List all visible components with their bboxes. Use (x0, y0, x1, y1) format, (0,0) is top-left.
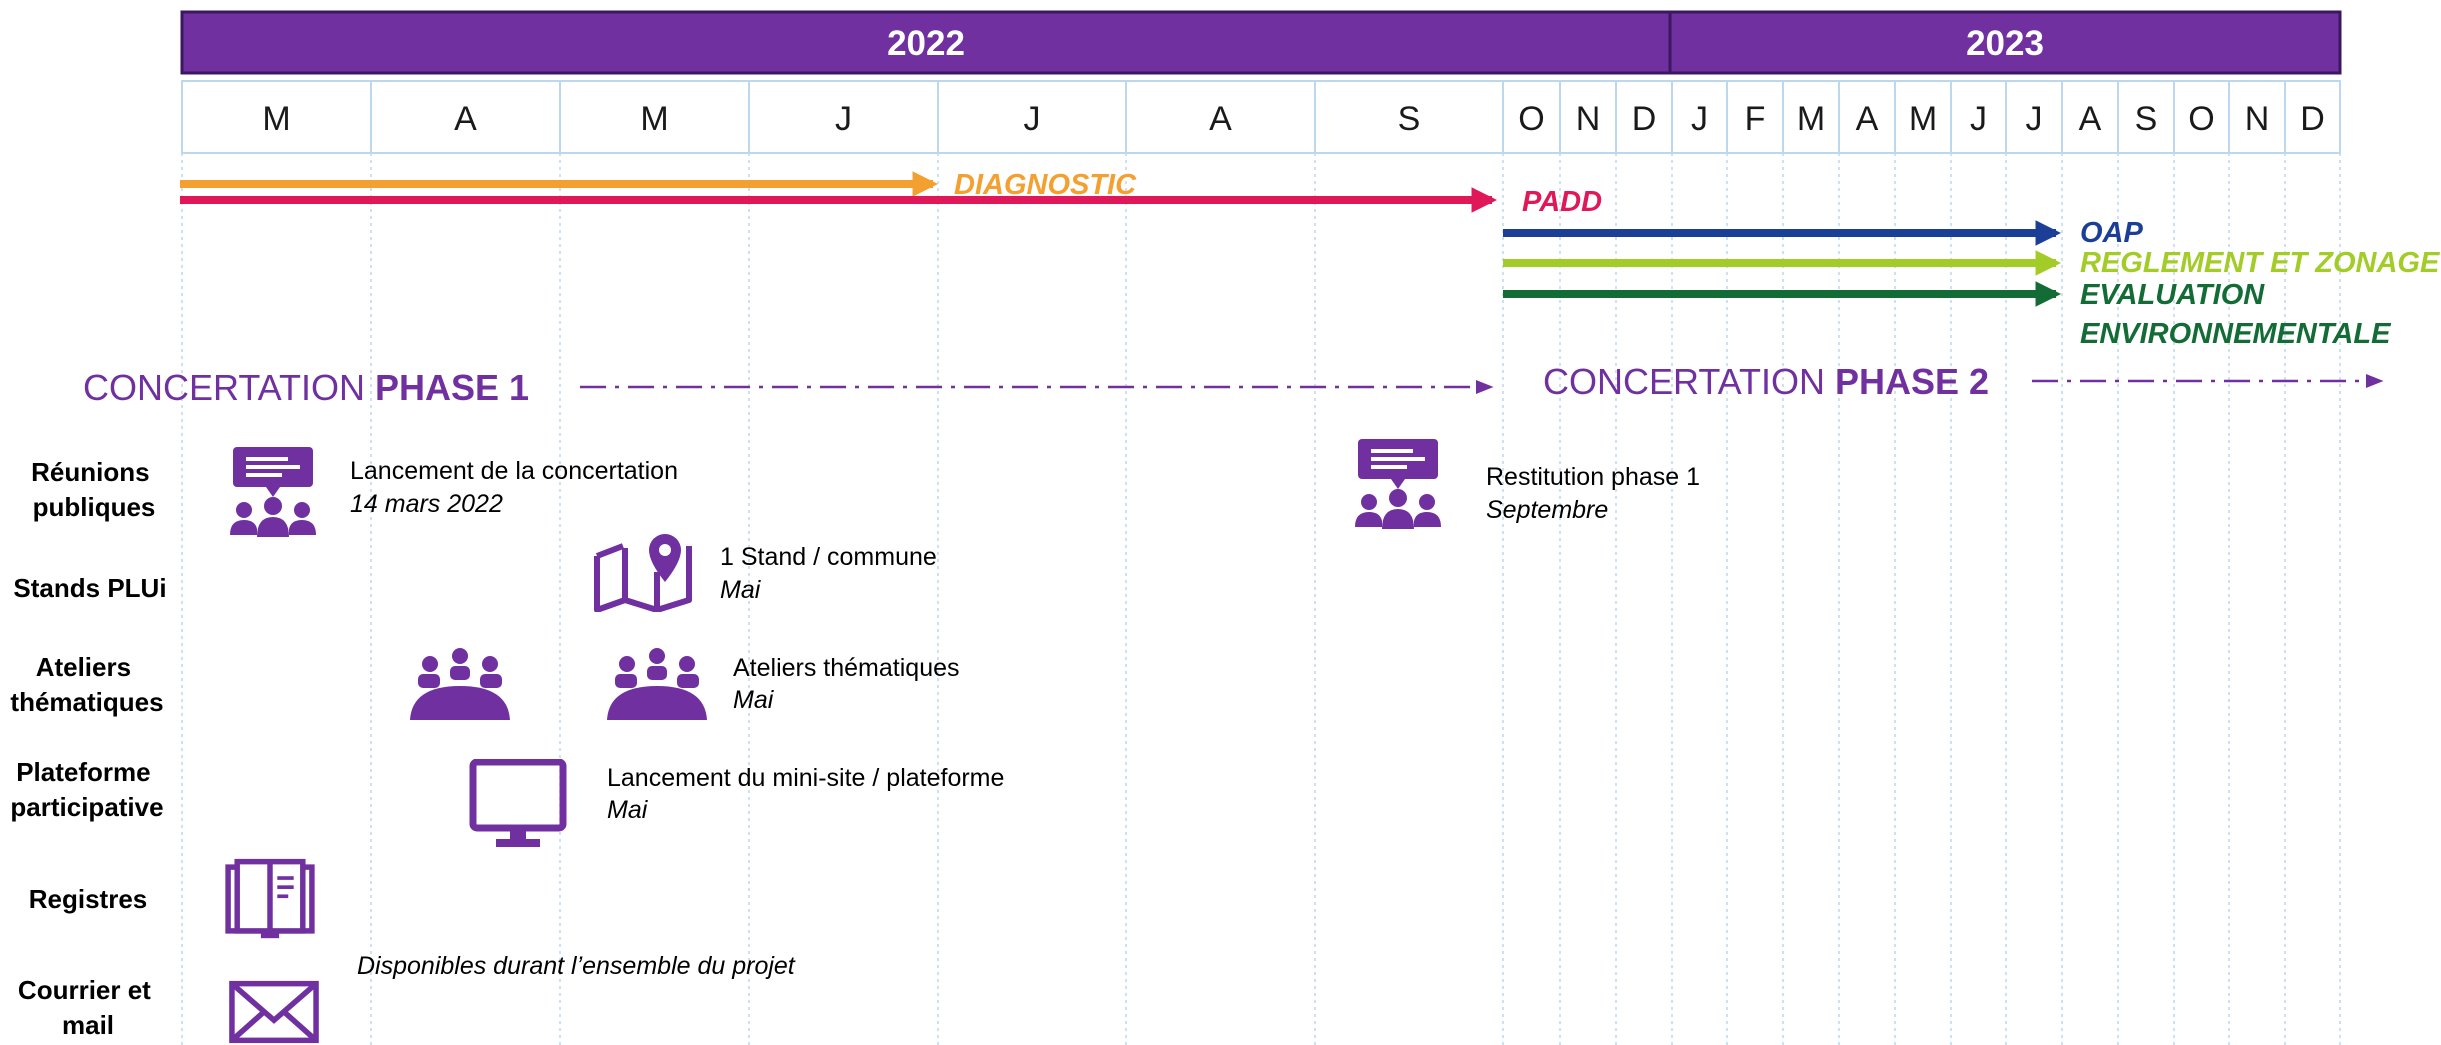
oap-label: OAP (2080, 217, 2144, 249)
month-cell (1671, 80, 1728, 154)
year-label-2022: 2022 (887, 24, 965, 63)
concertation-phase2-prefix: CONCERTATION (1543, 361, 1835, 402)
month-cell (370, 80, 561, 154)
month-cell (1726, 80, 1784, 154)
month-cell (2061, 80, 2119, 154)
padd-label: PADD (1522, 186, 1602, 218)
event-minisite-date: Mai (607, 796, 649, 824)
group-icon (410, 648, 510, 720)
event-ateliers-title: Ateliers thématiques (733, 654, 960, 682)
month-label: A (1209, 100, 1232, 138)
concertation-phase1-bold: PHASE 1 (375, 367, 529, 408)
event-ateliers-date: Mai (733, 686, 775, 714)
month-label: N (1576, 100, 1601, 138)
group-icon (607, 648, 707, 720)
month-label: F (1745, 100, 1766, 138)
month-label: M (1797, 100, 1825, 138)
row-label-plateforme: Plateforme participative (10, 757, 163, 822)
event-minisite-title: Lancement du mini-site / plateforme (607, 764, 1004, 792)
month-label: D (2300, 100, 2325, 138)
map-pin-icon (597, 534, 689, 610)
month-cell (2117, 80, 2175, 154)
event-stand-date: Mai (720, 576, 762, 604)
month-cell (2173, 80, 2230, 154)
event-icons (228, 439, 1441, 1040)
month-cell (559, 80, 750, 154)
row-label-plateforme-line1: Plateforme (16, 757, 150, 787)
row-label-plateforme-line2: participative (10, 792, 163, 822)
month-label: J (1970, 100, 1987, 138)
evaluation-label: EVALUATION ENVIRONNEMENTALE (2080, 279, 2392, 350)
month-label: A (454, 100, 477, 138)
meeting-icon (1355, 439, 1441, 529)
month-cell (181, 80, 372, 154)
month-cell (1502, 80, 1561, 154)
month-cell (1559, 80, 1617, 154)
row-label-reunions: Réunions publiques (31, 457, 157, 522)
row-label-reunions-line1: Réunions (31, 457, 149, 487)
month-cell (2284, 80, 2341, 154)
month-label: J (835, 100, 852, 138)
evaluation-label-line2: ENVIRONNEMENTALE (2080, 318, 2392, 350)
meeting-icon (230, 447, 316, 537)
row-label-registres: Registres (29, 884, 148, 914)
month-label: S (1398, 100, 1421, 138)
month-cell (1782, 80, 1840, 154)
month-label: O (1518, 100, 1544, 138)
reglement-label: REGLEMENT ET ZONAGE (2080, 247, 2441, 279)
event-restitution-title: Restitution phase 1 (1486, 463, 1700, 491)
year-label-2023: 2023 (1966, 24, 2044, 63)
row-label-courrier-line2: mail (62, 1010, 114, 1040)
month-cell (1314, 80, 1504, 154)
event-lancement-date: 14 mars 2022 (350, 490, 503, 518)
row-label-stands-line1: Stands PLUi (13, 573, 166, 603)
row-label-reunions-line2: publiques (33, 492, 156, 522)
month-label: D (1632, 100, 1657, 138)
envelope-icon (232, 984, 316, 1041)
month-label: A (1856, 100, 1879, 138)
availability-note: Disponibles durant l’ensemble du projet (357, 952, 796, 980)
event-lancement-title: Lancement de la concertation (350, 457, 678, 485)
month-label: J (2026, 100, 2043, 138)
phase-arrows: DIAGNOSTIC PADD OAP REGLEMENT ET ZONAGE … (180, 169, 2441, 350)
row-label-ateliers-line2: thématiques (10, 687, 163, 717)
year-header: 2022 2023 (180, 10, 2342, 75)
concertation-phase1-prefix: CONCERTATION (83, 367, 375, 408)
event-texts: Lancement de la concertation 14 mars 202… (350, 457, 1700, 980)
month-label: J (1691, 100, 1708, 138)
row-labels: Réunions publiques Stands PLUi Ateliers … (10, 457, 166, 1040)
month-label: A (2079, 100, 2102, 138)
register-book-icon (228, 862, 312, 939)
month-label: J (1024, 100, 1041, 138)
month-label: O (2188, 100, 2214, 138)
concertation-phases: CONCERTATION PHASE 1 CONCERTATION PHASE … (83, 361, 2384, 408)
concertation-phase2-label: CONCERTATION PHASE 2 (1543, 361, 1989, 402)
concertation-phase2-bold: PHASE 2 (1835, 361, 1989, 402)
event-restitution-date: Septembre (1486, 496, 1608, 524)
month-label: M (1909, 100, 1937, 138)
month-cell (1894, 80, 1952, 154)
row-label-ateliers-line1: Ateliers (36, 652, 131, 682)
row-label-registres-line1: Registres (29, 884, 148, 914)
month-label: M (262, 100, 290, 138)
month-cell (748, 80, 939, 154)
row-label-ateliers: Ateliers thématiques (10, 652, 163, 717)
row-label-courrier-line1: Courrier et (18, 975, 151, 1005)
month-cell (937, 80, 1127, 154)
monitor-icon (473, 762, 563, 847)
month-label: M (640, 100, 668, 138)
evaluation-label-line1: EVALUATION (2080, 279, 2265, 311)
event-stand-title: 1 Stand / commune (720, 543, 937, 571)
row-label-courrier: Courrier et mail (18, 975, 158, 1040)
month-label: S (2135, 100, 2158, 138)
concertation-phase1-label: CONCERTATION PHASE 1 (83, 367, 529, 408)
diagnostic-label: DIAGNOSTIC (954, 169, 1137, 201)
month-cell (1838, 80, 1896, 154)
row-label-stands: Stands PLUi (13, 573, 166, 603)
month-cell (1950, 80, 2007, 154)
month-grid-lines (181, 153, 2341, 1045)
month-label: N (2245, 100, 2270, 138)
